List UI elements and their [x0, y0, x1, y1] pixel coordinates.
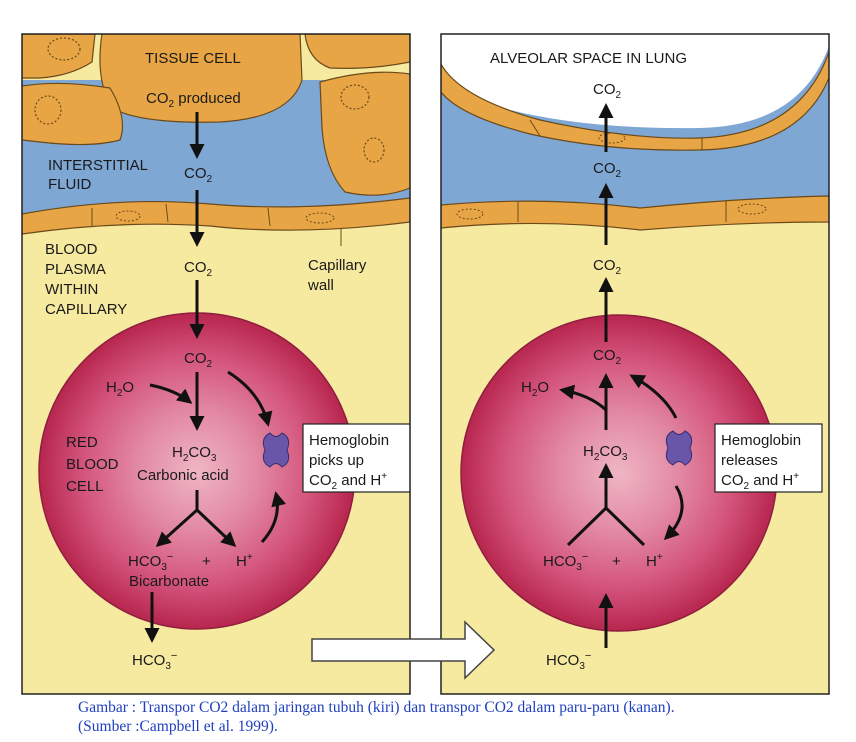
hemoglobin-left-label-3: CO2 and H+: [309, 471, 387, 492]
co2-plasma: CO2: [184, 259, 213, 279]
capillary-wall: [22, 197, 410, 235]
hco3-right-in: HCO3−: [546, 650, 591, 672]
rbc-label-2: BLOOD: [66, 456, 119, 473]
co2-interstitial: CO2: [184, 165, 213, 185]
co2-interstitial-right: CO2: [593, 160, 622, 180]
hemoglobin-box-left: [302, 423, 410, 493]
left-panel: [22, 34, 410, 694]
capillary-wall-label-1: Capillary: [308, 257, 367, 274]
plus-left: +: [202, 553, 211, 570]
alveolar-wall: [441, 51, 829, 151]
plasma-label-3: WITHIN: [45, 281, 98, 298]
hemoglobin-left-icon: [262, 432, 290, 468]
capillary-wall-right: [441, 195, 829, 231]
plasma-label-2: PLASMA: [45, 261, 106, 278]
carbonic-acid-label: Carbonic acid: [137, 467, 229, 484]
co2-rbc-right: CO2: [593, 347, 622, 367]
tissue-nuclei: [34, 37, 385, 163]
caption-line-1: Gambar : Transpor CO2 dalam jaringan tub…: [78, 699, 675, 716]
figure-caption: Gambar : Transpor CO2 dalam jaringan tub…: [78, 698, 838, 736]
interstitial-label-1: INTERSTITIAL: [48, 157, 148, 174]
hco3-left: HCO3−: [128, 551, 173, 573]
caption-line-2: (Sumber :Campbell et al. 1999).: [78, 718, 278, 735]
h-plus-left: H+: [236, 552, 253, 570]
bicarbonate-label: Bicarbonate: [129, 573, 209, 590]
plus-right: +: [612, 553, 621, 570]
h2co3-right: H2CO3: [583, 443, 628, 463]
rbc-label-1: RED: [66, 434, 98, 451]
h-plus-right: H+: [646, 552, 663, 570]
h2co3-left: H2CO3: [172, 444, 217, 464]
hemoglobin-box-right: [714, 423, 823, 493]
tissue-cells: [22, 34, 410, 196]
plasma-label-1: BLOOD: [45, 241, 98, 258]
hemoglobin-left-label-2: picks up: [309, 452, 364, 469]
hemoglobin-right-label-1: Hemoglobin: [721, 432, 801, 449]
co2-produced-label: CO2 produced: [146, 90, 241, 110]
plasma-label-4: CAPILLARY: [45, 301, 127, 318]
co2-alveolar: CO2: [593, 81, 622, 101]
arrows-left: [144, 112, 287, 643]
hco3-right: HCO3−: [543, 551, 588, 573]
tissue-cell-label: TISSUE CELL: [145, 50, 241, 67]
hco3-left-out: HCO3−: [132, 650, 177, 672]
next-step-arrow: [311, 620, 496, 680]
h2o-right: H2O: [521, 379, 549, 399]
arrows-right: [559, 103, 684, 648]
interstitial-label-2: FLUID: [48, 176, 92, 193]
capillary-wall-label-2: wall: [307, 277, 334, 294]
alveolar-label: ALVEOLAR SPACE IN LUNG: [490, 50, 687, 67]
rbc-label-3: CELL: [66, 478, 104, 495]
hemoglobin-right-label-3: CO2 and H+: [721, 471, 799, 492]
alveolar-space: [441, 34, 829, 129]
co2-plasma-right: CO2: [593, 257, 622, 277]
co2-rbc-left: CO2: [184, 350, 213, 370]
hemoglobin-right-icon: [665, 430, 693, 466]
right-panel: [441, 34, 829, 694]
hemoglobin-right-label-2: releases: [721, 452, 778, 469]
h2o-left: H2O: [106, 379, 134, 399]
hemoglobin-left-label-1: Hemoglobin: [309, 432, 389, 449]
